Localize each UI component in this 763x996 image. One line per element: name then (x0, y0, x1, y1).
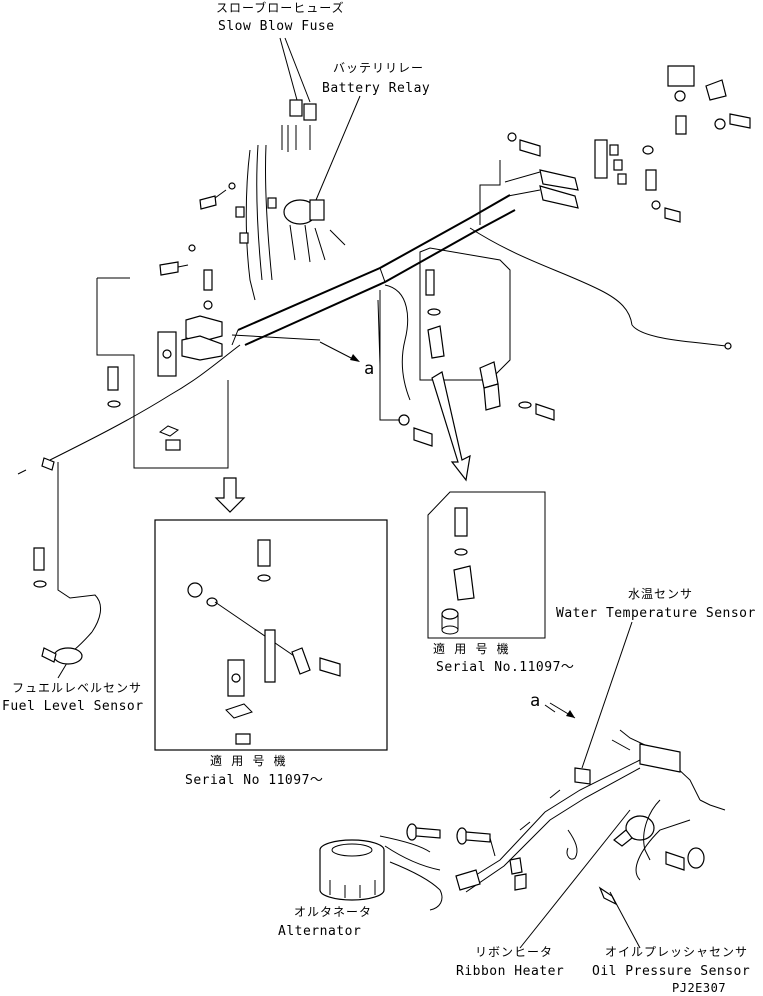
inset-right-serial-label: Serial No.11097～ (436, 660, 574, 675)
ref-a-top: a (364, 359, 374, 379)
water-temperature-sensor-label: Water Temperature Sensor (556, 606, 756, 621)
engine-harness (459, 729, 726, 906)
oil-pressure-sensor-label: Oil Pressure Sensor (592, 964, 750, 979)
slow-blow-fuse-label: Slow Blow Fuse (218, 19, 335, 34)
inset-left (154, 519, 388, 751)
battery-relay-label-jp: バッテリリレー (333, 61, 424, 75)
inset-left-applicable-label: 適 用 号 機 (210, 753, 287, 768)
water-temperature-sensor-label-jp: 水温センサ (628, 587, 693, 601)
right-top-cluster (479, 65, 751, 225)
battery-relay-assembly (235, 99, 346, 301)
fuel-level-sensor-label: Fuel Level Sensor (2, 699, 144, 714)
alternator-label: Alternator (278, 924, 361, 939)
fuel-level-sensor-wiring (17, 344, 241, 665)
left-bracket-group (96, 277, 229, 469)
battery-relay-label: Battery Relay (322, 81, 430, 96)
drawing-code: PJ2E307 (672, 981, 726, 995)
slow-blow-fuse-label-jp: スローブローヒューズ (216, 0, 345, 15)
bolts-relay (159, 182, 236, 310)
inset-arrows (214, 341, 576, 719)
oil-pressure-sensor-label-jp: オイルプレッシャセンサ (605, 945, 748, 959)
inset-right-applicable-label: 適 用 号 機 (433, 641, 510, 656)
ribbon-heater-bolts (379, 823, 496, 911)
alternator (319, 839, 385, 901)
ref-a-bottom: a (530, 691, 540, 711)
main-harness (231, 194, 732, 401)
alternator-label-jp: オルタネータ (294, 905, 372, 919)
fuel-level-sensor-label-jp: フュエルレベルセンサ (12, 681, 142, 695)
middle-right-group (379, 247, 555, 447)
ribbon-heater-label-jp: リボンヒータ (475, 945, 553, 959)
inset-left-serial-label: Serial No 11097～ (185, 773, 323, 788)
ribbon-heater-label: Ribbon Heater (456, 964, 564, 979)
inset-right (427, 491, 546, 639)
label-leaders (57, 37, 641, 949)
